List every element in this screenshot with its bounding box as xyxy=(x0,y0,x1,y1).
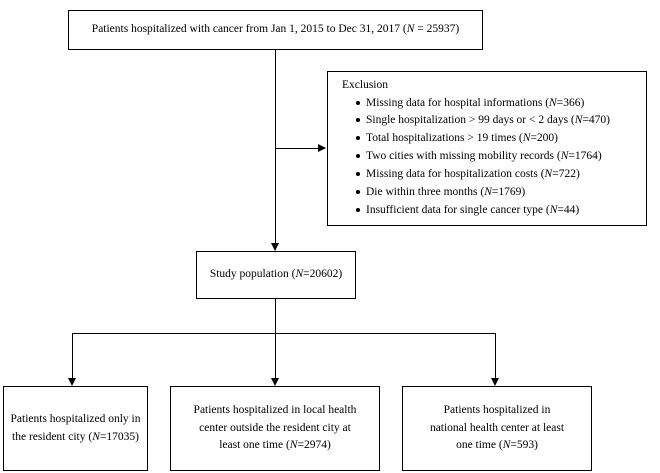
top-cohort-prefix: Patients hospitalized with cancer from J… xyxy=(91,23,407,36)
outcome-3-label: Patients hospitalized in national health… xyxy=(429,403,565,452)
exclusion-title: Exclusion xyxy=(342,79,388,91)
connector-drop-1 xyxy=(72,333,74,383)
exclusion-item: Total hospitalizations > 19 times (N=200… xyxy=(356,131,636,145)
exclusion-item: Insufficient data for single cancer type… xyxy=(356,203,636,217)
outcome-3-line2: national health center at least xyxy=(429,421,565,434)
exclusion-item: Two cities with missing mobility records… xyxy=(356,149,636,163)
connector-to-exclusion xyxy=(275,148,325,150)
outcome-3-line1: Patients hospitalized in xyxy=(443,403,551,416)
study-population-label: Study population (N=20602) xyxy=(209,268,343,281)
connector-split-bar xyxy=(72,333,496,335)
exclusion-list: Missing data for hospital informations (… xyxy=(340,96,636,218)
top-cohort-box: Patients hospitalized with cancer from J… xyxy=(68,10,483,50)
top-cohort-italic-n: N xyxy=(406,23,415,36)
outcome-2-label: Patients hospitalized in local health ce… xyxy=(193,403,357,452)
study-population-box: Study population (N=20602) xyxy=(196,251,356,299)
outcome-box-local-health-center: Patients hospitalized in local health ce… xyxy=(170,386,380,471)
outcome-1-label: Patients hospitalized only in the reside… xyxy=(10,412,141,443)
outcome-1-line1: Patients hospitalized only in xyxy=(10,412,141,425)
connector-drop-2 xyxy=(275,333,277,383)
outcome-2-line2: center outside the resident city at xyxy=(199,421,351,434)
exclusion-item: Missing data for hospital informations (… xyxy=(356,96,636,110)
outcome-box-resident-city: Patients hospitalized only in the reside… xyxy=(3,386,148,471)
connector-top-to-study xyxy=(275,50,277,250)
top-cohort-label: Patients hospitalized with cancer from J… xyxy=(92,21,459,39)
top-cohort-suffix: = 25937) xyxy=(414,23,460,36)
outcome-box-national-health-center: Patients hospitalized in national health… xyxy=(402,386,592,471)
exclusion-item: Single hospitalization > 99 days or < 2 … xyxy=(356,113,636,127)
outcome-2-line1: Patients hospitalized in local health xyxy=(193,403,357,416)
arrow-to-exclusion xyxy=(318,143,326,152)
arrow-outcome-1 xyxy=(68,378,76,386)
exclusion-item: Die within three months (N=1769) xyxy=(356,185,636,199)
connector-drop-3 xyxy=(495,333,497,383)
arrow-outcome-2 xyxy=(270,378,279,386)
arrow-top-to-study xyxy=(270,243,279,251)
exclusion-box: Exclusion Missing data for hospital info… xyxy=(327,71,647,226)
arrow-outcome-3 xyxy=(490,378,499,386)
connector-study-to-split xyxy=(275,299,277,334)
exclusion-item: Missing data for hospitalization costs (… xyxy=(356,167,636,181)
